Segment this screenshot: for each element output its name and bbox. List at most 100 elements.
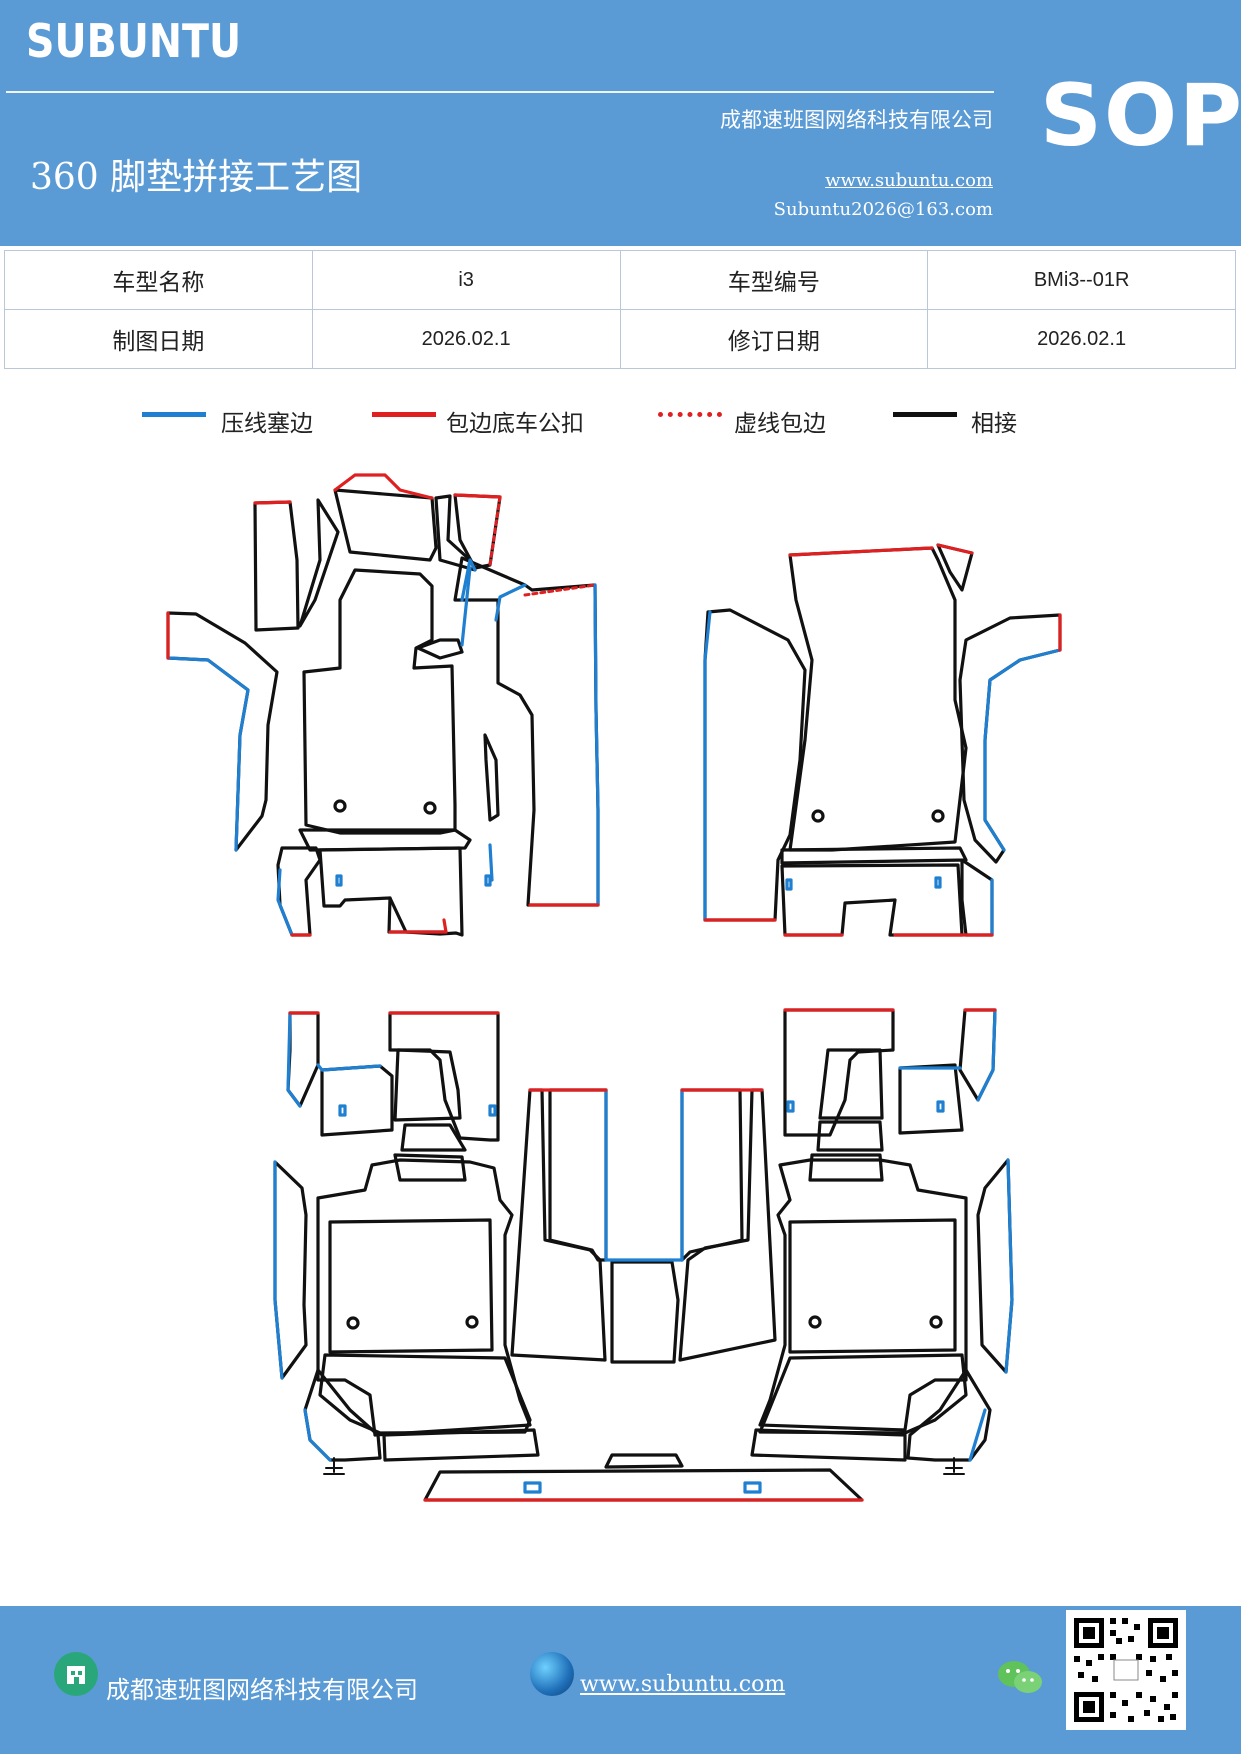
grommet-hole bbox=[465, 1315, 479, 1329]
line-legend: 压线塞边 包边底车公扣 虚线包边 相接 bbox=[0, 404, 1241, 444]
mat-piece bbox=[286, 1011, 320, 1108]
mat-piece bbox=[298, 498, 340, 628]
grommet-hole bbox=[333, 799, 347, 813]
legend-swatch bbox=[658, 412, 722, 417]
mat-piece bbox=[678, 1088, 777, 1362]
legend-swatch bbox=[372, 412, 436, 417]
red-dotted-edge bbox=[488, 495, 502, 567]
blue-slot bbox=[523, 1481, 542, 1494]
mat-piece bbox=[328, 1218, 494, 1354]
blue-edge bbox=[316, 1063, 382, 1072]
red-edge bbox=[453, 493, 502, 499]
mat-piece bbox=[416, 638, 464, 660]
mat-piece bbox=[960, 858, 994, 937]
blue-slot bbox=[936, 1100, 945, 1113]
globe-icon bbox=[530, 1652, 574, 1696]
legend-label: 虚线包边 bbox=[734, 411, 826, 437]
mat-piece bbox=[976, 1158, 1014, 1374]
blue-edge bbox=[968, 1408, 987, 1462]
qr-code bbox=[1066, 1610, 1186, 1730]
grommet-hole bbox=[808, 1315, 822, 1329]
red-edge bbox=[442, 918, 448, 934]
footer-banner: 成都速班图网络科技有限公司 www.subuntu.com bbox=[0, 1606, 1241, 1754]
model-name-label: 车型名称 bbox=[4, 250, 313, 310]
table-row: 制图日期 2026.02.1 修订日期 2026.02.1 bbox=[4, 309, 1236, 369]
header-divider bbox=[6, 91, 994, 93]
blue-edge bbox=[703, 610, 712, 922]
grommet-hole bbox=[931, 809, 945, 823]
mat-piece bbox=[958, 1008, 997, 1102]
page-title: 360 脚垫拼接工艺图 bbox=[30, 157, 363, 198]
red-edge bbox=[788, 546, 934, 557]
vehicle-info-table: 车型名称 i3 车型编号 BMi3--01R 制图日期 2026.02.1 修订… bbox=[4, 250, 1236, 369]
mat-piece bbox=[750, 1428, 907, 1462]
email-address: Subuntu2026@163.com bbox=[773, 199, 993, 220]
blue-slot bbox=[743, 1481, 762, 1494]
mat-piece bbox=[320, 1064, 394, 1137]
blue-edge bbox=[460, 566, 472, 647]
mat-piece bbox=[703, 608, 807, 922]
blue-slot bbox=[338, 1104, 347, 1117]
blue-slot bbox=[335, 874, 343, 887]
mat-piece bbox=[783, 1008, 895, 1137]
mat-piece bbox=[788, 546, 968, 852]
blue-slot bbox=[934, 876, 942, 889]
blue-edge bbox=[488, 843, 494, 882]
red-edge bbox=[936, 543, 974, 555]
mat-piece bbox=[680, 1088, 744, 1262]
website-link[interactable]: www.subuntu.com bbox=[825, 170, 993, 191]
blue-edge bbox=[273, 1160, 284, 1380]
blue-edge bbox=[276, 868, 294, 937]
blue-edge bbox=[286, 1011, 302, 1108]
legend-label: 包边底车公扣 bbox=[446, 411, 584, 437]
mat-piece bbox=[818, 1048, 884, 1120]
header-banner: SUBUNTU 成都速班图网络科技有限公司 360 脚垫拼接工艺图 www.su… bbox=[0, 0, 1241, 246]
mat-piece bbox=[483, 733, 500, 822]
model-code-label: 车型编号 bbox=[619, 250, 929, 310]
footer-company-name: 成都速班图网络科技有限公司 bbox=[106, 1676, 418, 1704]
red-edge bbox=[253, 500, 292, 505]
red-edge bbox=[333, 473, 434, 500]
grommet-hole bbox=[811, 809, 825, 823]
mat-piece bbox=[393, 1048, 462, 1122]
mat-piece bbox=[808, 1153, 884, 1182]
blue-edge bbox=[460, 558, 477, 602]
blue-edge bbox=[494, 583, 527, 622]
blue-slot bbox=[488, 1104, 497, 1117]
sop-badge: SOP bbox=[1040, 66, 1241, 166]
mat-piece bbox=[548, 1088, 608, 1262]
mat-piece bbox=[906, 1368, 992, 1462]
draw-date-label: 制图日期 bbox=[4, 309, 313, 369]
mat-piece bbox=[393, 1153, 467, 1182]
legend-label: 压线塞边 bbox=[221, 411, 313, 437]
ground-mark bbox=[943, 1457, 965, 1475]
blue-edge bbox=[976, 1008, 997, 1102]
mat-piece bbox=[316, 1158, 532, 1437]
mat-piece bbox=[318, 1353, 532, 1435]
mat-piece bbox=[604, 1453, 684, 1469]
mat-piece bbox=[453, 556, 600, 907]
blue-slot bbox=[785, 878, 793, 891]
building-icon bbox=[54, 1652, 98, 1696]
model-name-value: i3 bbox=[311, 250, 621, 310]
revise-date-label: 修订日期 bbox=[619, 309, 929, 369]
mat-piece bbox=[758, 1158, 968, 1432]
blue-edge bbox=[593, 583, 600, 907]
company-name: 成都速班图网络科技有限公司 bbox=[720, 108, 993, 132]
footer-website-link[interactable]: www.subuntu.com bbox=[580, 1672, 786, 1697]
mat-piece bbox=[788, 1218, 957, 1354]
wechat-icon bbox=[996, 1658, 1044, 1698]
mat-piece bbox=[898, 1063, 964, 1135]
mat-piece bbox=[610, 1260, 680, 1364]
mat-piece bbox=[166, 611, 279, 852]
revise-date-value: 2026.02.1 bbox=[927, 309, 1236, 369]
blue-edge bbox=[303, 1408, 332, 1462]
mat-piece bbox=[758, 1353, 968, 1435]
mat-piece bbox=[780, 846, 968, 865]
blue-slot bbox=[484, 874, 492, 887]
mat-piece bbox=[958, 613, 1062, 864]
mat-piece bbox=[333, 488, 438, 562]
legend-label: 相接 bbox=[971, 411, 1017, 437]
blue-edge bbox=[983, 648, 1062, 852]
